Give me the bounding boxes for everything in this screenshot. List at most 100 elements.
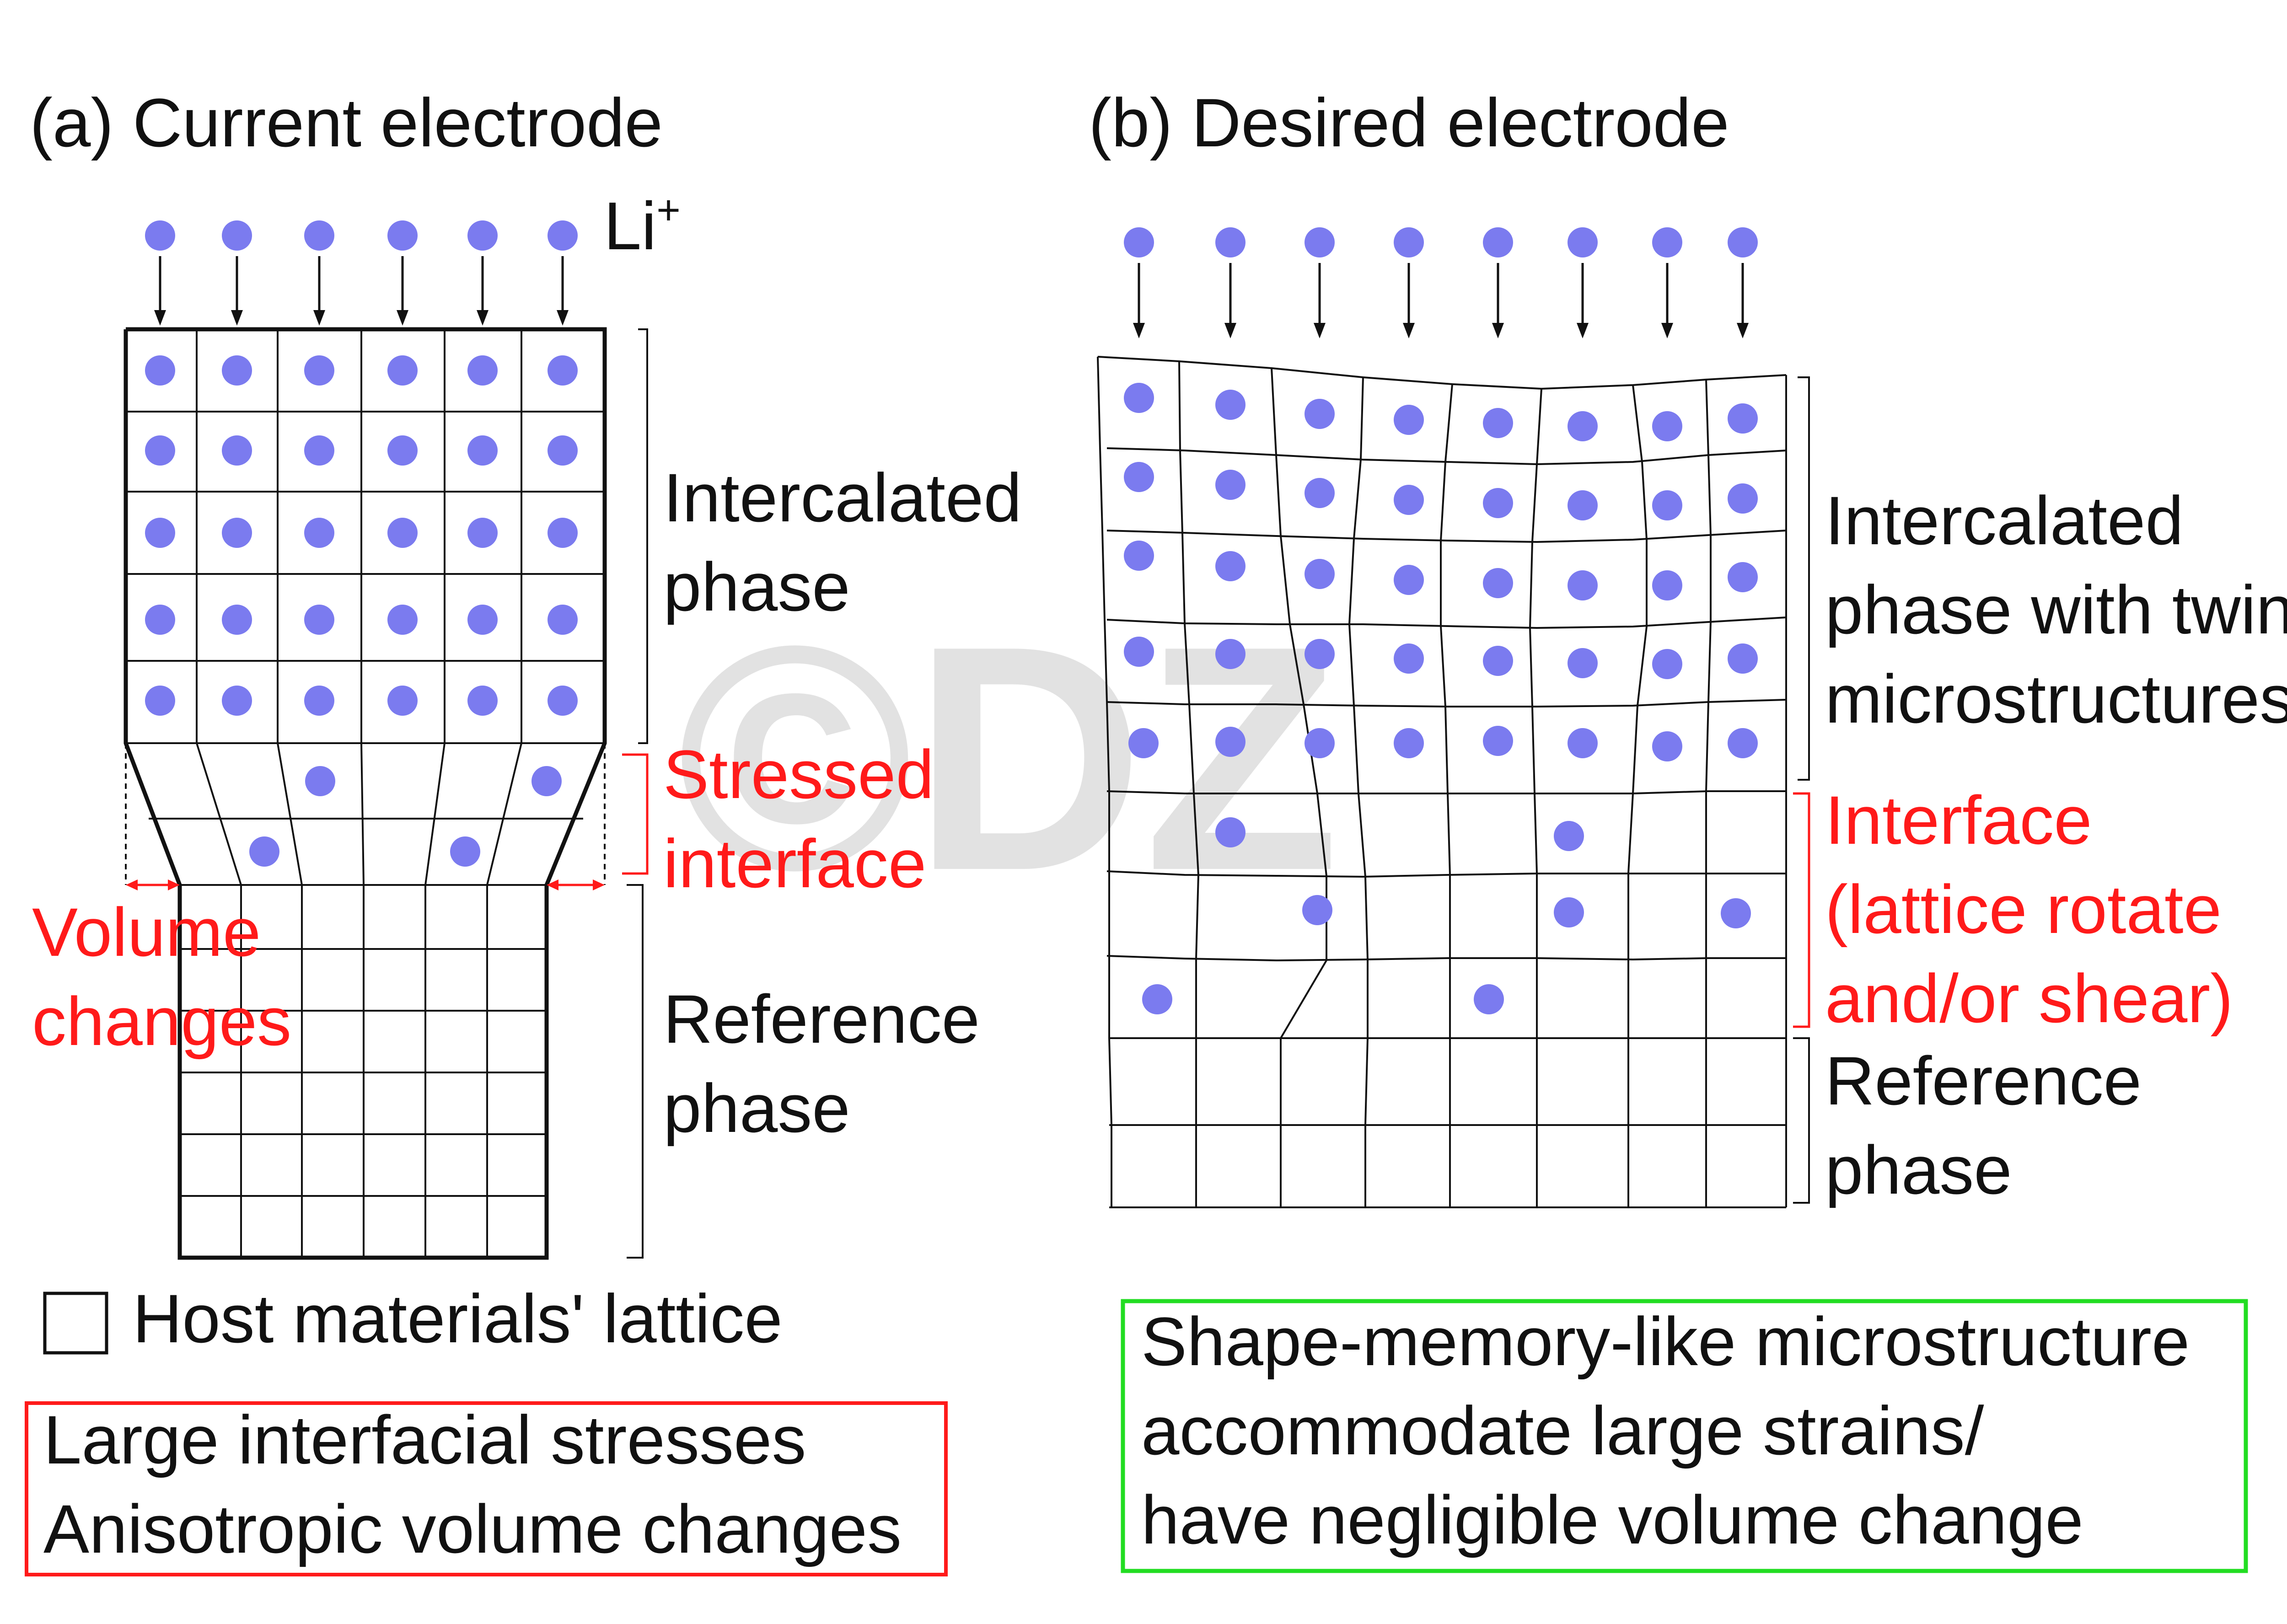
li-ion <box>1728 403 1758 434</box>
arrow-head <box>1314 323 1326 338</box>
interface-line <box>360 743 365 885</box>
li-ion <box>1215 470 1246 500</box>
li-ion <box>1305 728 1335 758</box>
li-ion <box>1215 551 1246 581</box>
li-ion <box>145 220 175 251</box>
li-ion <box>1305 478 1335 508</box>
li-ion <box>467 355 498 386</box>
arrow-head <box>557 310 569 326</box>
arrow-head <box>547 879 558 890</box>
label-volume-2: changes <box>32 983 291 1060</box>
label-intercalated-a-2: phase <box>663 548 850 625</box>
li-ion <box>1554 821 1584 851</box>
arrow-head <box>1577 323 1589 338</box>
problem-line-2: Anisotropic volume changes <box>43 1490 902 1567</box>
solution-box <box>1121 1299 2248 1573</box>
arrow-head <box>126 879 138 890</box>
li-ion <box>1483 726 1513 756</box>
li-ion <box>1652 227 1682 257</box>
li-ion <box>548 605 578 635</box>
label-intercalated-a-1: Intercalated <box>663 459 1022 536</box>
solution-line-3: have negligible volume change <box>1141 1481 2083 1558</box>
label-reference-b-2: phase <box>1825 1131 2012 1208</box>
li-ion <box>1728 643 1758 674</box>
li-ion <box>1652 490 1682 520</box>
li-ion <box>304 435 334 466</box>
arrow-head <box>477 310 489 326</box>
li-ion <box>548 355 578 386</box>
li-ion <box>1305 559 1335 589</box>
li-ion <box>467 686 498 716</box>
panel-a-title: (a) Current electrode <box>30 84 663 161</box>
li-ion <box>1483 488 1513 518</box>
li-ion <box>1652 570 1682 600</box>
li-ion <box>1652 411 1682 441</box>
lattice-line <box>1106 616 1787 629</box>
arrow-head <box>231 310 243 326</box>
arrow-head <box>313 310 325 326</box>
bracket-intercalated-b <box>1798 376 1810 781</box>
li-ion <box>1483 227 1513 257</box>
li-ion <box>467 220 498 251</box>
li-ion <box>1305 639 1335 669</box>
li-ion <box>1728 227 1758 257</box>
li-ion <box>387 435 418 466</box>
li-ion <box>548 686 578 716</box>
li-ion <box>1142 984 1172 1014</box>
li-ion <box>145 518 175 548</box>
li-ion <box>467 435 498 466</box>
lattice-line <box>1106 699 1787 707</box>
li-ion <box>1728 562 1758 592</box>
arrow-head <box>397 310 408 326</box>
bracket-reference-a <box>627 884 644 1259</box>
li-ion <box>222 220 252 251</box>
label-intercalated-b-1: Intercalated <box>1825 482 2184 559</box>
bracket-reference-b <box>1793 1037 1810 1204</box>
li-ion <box>1394 565 1424 595</box>
problem-box <box>25 1401 948 1576</box>
li-ion <box>467 605 498 635</box>
interface-line <box>277 743 303 885</box>
li-ion <box>1215 727 1246 757</box>
panel-a: (a) Current electrode Li+ Intercalated p… <box>25 84 1022 1576</box>
lattice-line <box>1705 379 1712 1207</box>
li-ion <box>548 220 578 251</box>
arrow-head <box>593 879 605 890</box>
lattice-line <box>1106 530 1787 543</box>
lattice-line <box>1097 356 1112 1207</box>
li-ion <box>1394 643 1424 674</box>
label-volume-1: Volume <box>32 894 261 970</box>
label-reference-a-1: Reference <box>663 981 980 1057</box>
li-ion <box>1394 405 1424 435</box>
li-ion <box>304 686 334 716</box>
panel-b-lattice <box>1097 356 1787 1208</box>
arrow-head <box>1224 323 1236 338</box>
li-ion <box>1124 637 1154 667</box>
li-ion <box>145 686 175 716</box>
lattice-line <box>1627 385 1648 1207</box>
li-ion <box>1568 728 1598 758</box>
li-ion <box>1302 895 1332 925</box>
arrow-head <box>168 879 180 890</box>
li-ion <box>387 355 418 386</box>
li-ion <box>145 605 175 635</box>
arrow-head <box>1661 323 1673 338</box>
lattice-line <box>1178 361 1200 1207</box>
li-ion <box>1483 646 1513 676</box>
li-ion <box>1124 227 1154 257</box>
li-ion <box>145 355 175 386</box>
li-ion <box>1124 541 1154 571</box>
li-ion <box>1124 383 1154 413</box>
bracket-stressed-a <box>622 753 649 875</box>
li-ion <box>1305 399 1335 429</box>
li-ion <box>548 435 578 466</box>
li-ion <box>548 518 578 548</box>
li-ion <box>467 518 498 548</box>
arrow-head <box>1133 323 1145 338</box>
interface-line <box>424 743 446 885</box>
arrow-head <box>1737 323 1749 338</box>
panel-b-ions <box>1124 227 1758 1014</box>
lattice-legend-label: Host materials' lattice <box>133 1280 783 1357</box>
li-ion <box>387 686 418 716</box>
li-ion <box>304 355 334 386</box>
